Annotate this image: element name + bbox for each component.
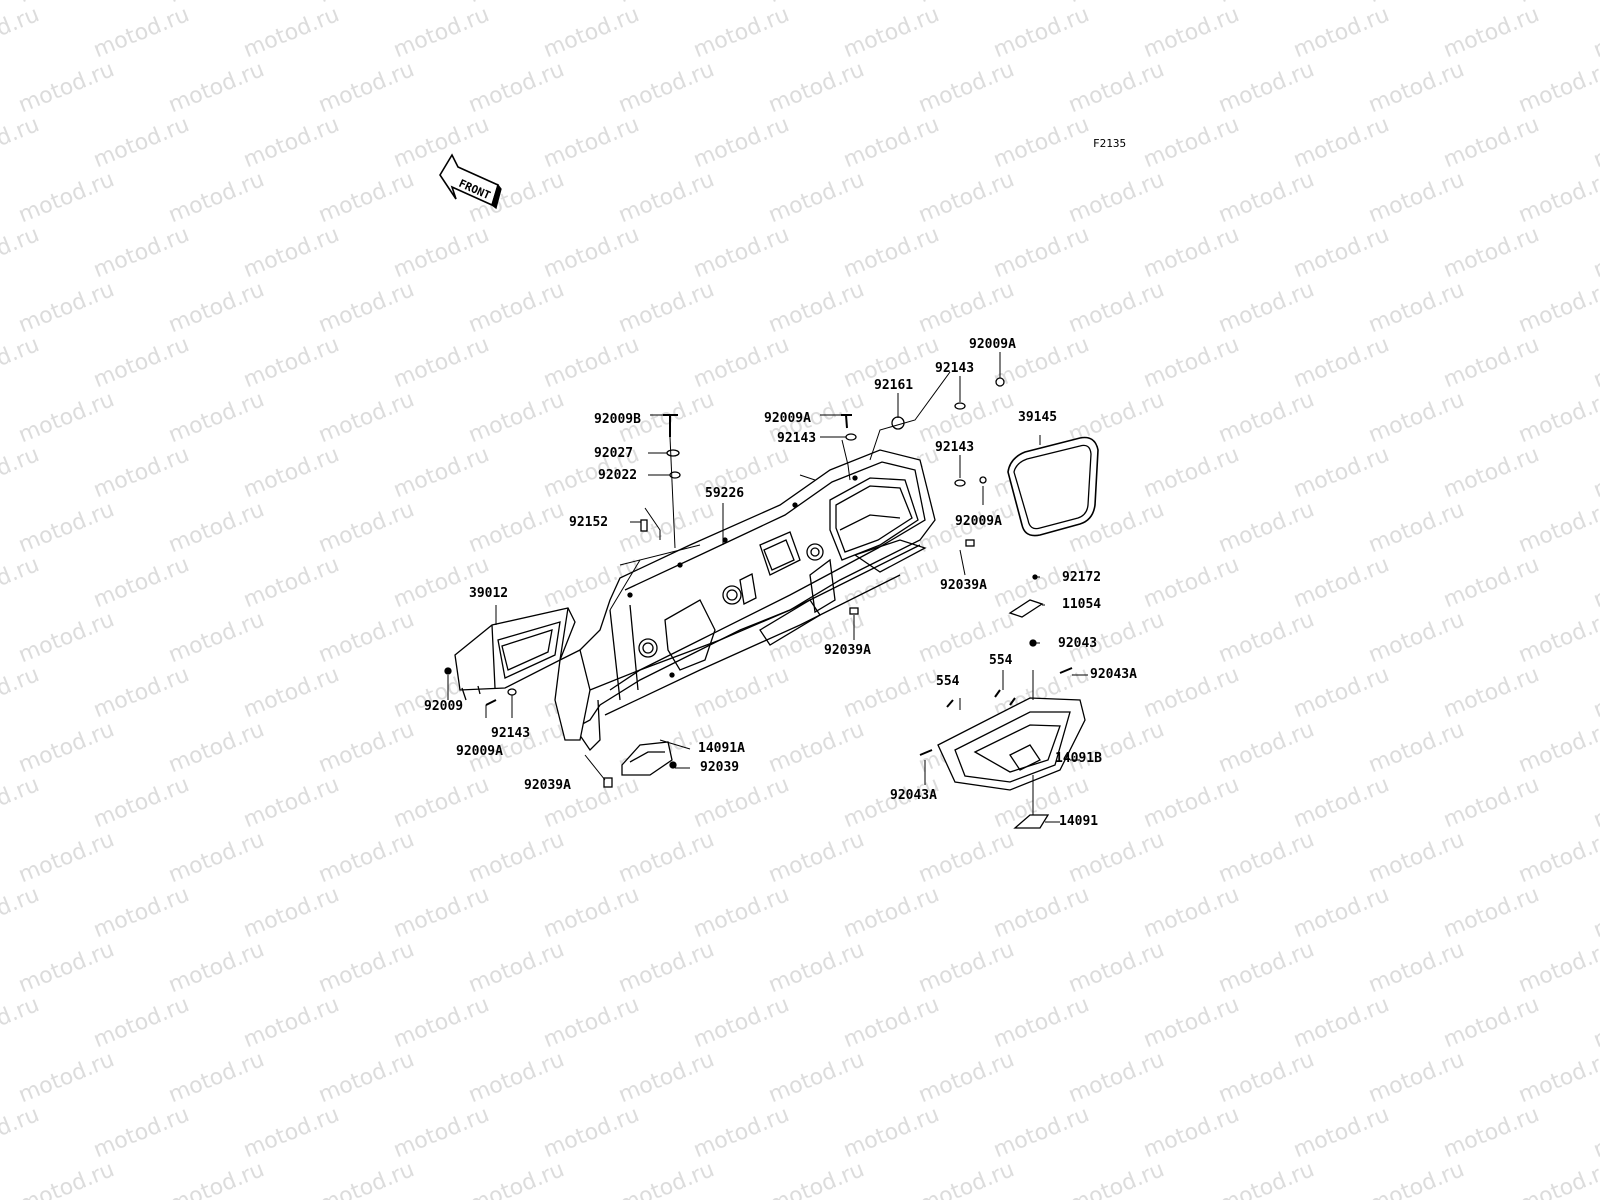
part-label[interactable]: 14091 <box>1059 814 1099 829</box>
small-cover <box>621 741 673 776</box>
part-label[interactable]: 92039A <box>824 643 871 658</box>
part-label[interactable]: 92043A <box>1090 667 1137 682</box>
front-arrow-icon: FRONT <box>439 153 502 210</box>
part-label[interactable]: 92043 <box>1058 636 1098 651</box>
part-label[interactable]: 92143 <box>777 431 817 446</box>
figure-code: F2135 <box>1093 137 1127 150</box>
part-label[interactable]: 92143 <box>935 361 975 376</box>
part-label[interactable]: 92152 <box>569 515 609 530</box>
part-label[interactable]: 92143 <box>491 726 531 741</box>
part-label[interactable]: 39012 <box>469 586 509 601</box>
part-label[interactable]: 14091A <box>698 741 745 756</box>
lower-tray <box>937 697 1086 791</box>
part-label[interactable]: 92009A <box>955 514 1002 529</box>
part-label[interactable]: 92039A <box>940 578 987 593</box>
part-label[interactable]: 14091B <box>1055 751 1102 766</box>
window-seal <box>1007 436 1099 537</box>
inner-panel <box>554 449 936 752</box>
part-label[interactable]: 92172 <box>1062 570 1102 585</box>
part-label[interactable]: 554 <box>936 674 960 689</box>
part-label[interactable]: 92043A <box>890 788 937 803</box>
part-label[interactable]: 92143 <box>935 440 975 455</box>
part-label[interactable]: 39145 <box>1018 410 1058 425</box>
part-label[interactable]: 59226 <box>705 486 745 501</box>
part-label[interactable]: 92022 <box>598 468 638 483</box>
part-label[interactable]: 554 <box>989 653 1013 668</box>
part-label[interactable]: 11054 <box>1062 597 1102 612</box>
part-label[interactable]: 92039 <box>700 760 740 775</box>
left-pocket <box>454 607 576 701</box>
part-label[interactable]: 92009A <box>969 337 1016 352</box>
leader-lines <box>447 352 1088 823</box>
part-label[interactable]: 92009A <box>456 744 503 759</box>
part-label[interactable]: 92009B <box>594 412 641 427</box>
part-label[interactable]: 92009 <box>424 699 464 714</box>
bracket <box>1008 599 1044 618</box>
part-label[interactable]: 92009A <box>764 411 811 426</box>
part-label[interactable]: 92027 <box>594 446 634 461</box>
part-label[interactable]: 92161 <box>874 378 914 393</box>
bottom-plate <box>1013 814 1050 829</box>
part-label[interactable]: 92039A <box>524 778 571 793</box>
